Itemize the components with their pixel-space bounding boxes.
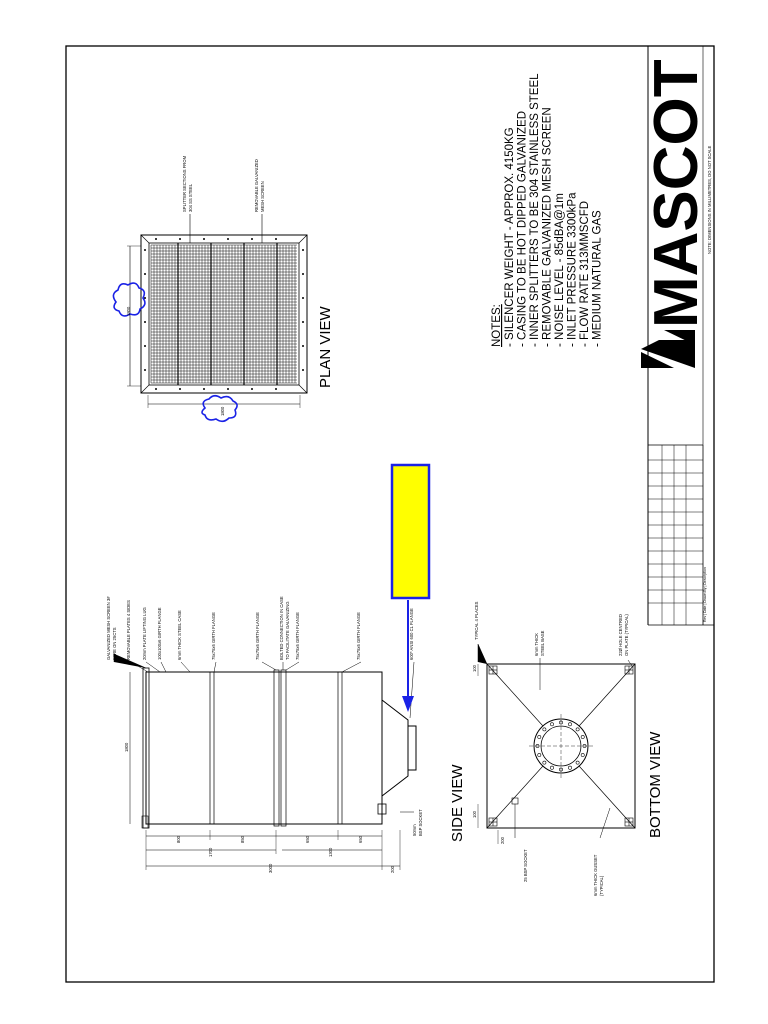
side-callout-label: 75x75x6 GIRTH FLANGE bbox=[356, 612, 361, 660]
girth-flange bbox=[209, 671, 215, 825]
side-dim-span2: 1300 bbox=[328, 847, 333, 857]
notes-line: - FLOW RATE 313MMSCFD bbox=[579, 201, 591, 347]
side-dim-seg2: 850 bbox=[240, 835, 245, 843]
bottom-view: TYPICAL 4 PLACES 6mm THICK STEEL BASE 22… bbox=[472, 601, 664, 896]
notes-line: - SILENCER WEIGHT - APPROX. 4150KG bbox=[504, 127, 516, 347]
hole-label-line1: 22Ø HOLE CENTRED bbox=[618, 614, 623, 656]
plan-bolt-holes bbox=[144, 238, 304, 390]
gusset-label-line2: (TYPICAL) bbox=[599, 875, 604, 896]
highlight-box bbox=[390, 463, 431, 600]
mesh-note-line1: REMOVABLE GALVANIZED bbox=[254, 159, 259, 212]
bottom-view-title: BOTTOM VIEW bbox=[647, 731, 664, 838]
bottom-dim-a: 100 bbox=[472, 664, 477, 672]
notes-list: - SILENCER WEIGHT - APPROX. 4150KG- CASI… bbox=[504, 73, 604, 347]
side-callout-label: REMOVABLE PLATES 4 SIDES bbox=[126, 600, 131, 660]
revision-cloud-icon bbox=[201, 394, 238, 423]
side-callout-label: 75x75x6 GIRTH FLANGE bbox=[211, 612, 216, 660]
inlet-transition bbox=[381, 699, 409, 797]
hole-label-line2: ON PLATE (TYPICAL) bbox=[624, 614, 629, 656]
side-callout-label: 75x75x6 GIRTH FLANGE bbox=[295, 612, 300, 660]
socket-label-line1: 50mm bbox=[412, 824, 417, 836]
side-dim-seg1: 800 bbox=[176, 835, 181, 843]
side-dim-seg3: 650 bbox=[305, 835, 310, 843]
side-callout-label: TO FACILITATE GALVANIZING bbox=[285, 602, 290, 660]
side-callout-label: 600* ANSI 600 CL FLANGE bbox=[409, 608, 414, 660]
notes-heading: NOTES: bbox=[491, 304, 503, 347]
bottom-base-plate bbox=[486, 663, 636, 829]
side-view-callouts: GALVANIZED MESH SCREEN 3#WIRE ON 25CTS RE… bbox=[106, 596, 414, 660]
bottom-leaders bbox=[477, 643, 633, 839]
side-callout-label: BOLTED CONNECTION IN CASE bbox=[279, 596, 284, 660]
side-callout-label: 100x100x6 GIRTH FLANGE bbox=[157, 607, 162, 660]
plan-view: SPLITTER SECTIONS FROM 304 SS STEEL REMO… bbox=[112, 155, 334, 423]
sheet-border bbox=[65, 45, 715, 983]
mesh-screen-grid bbox=[150, 243, 297, 385]
splitter-note-line2: 304 SS STEEL bbox=[188, 183, 193, 212]
corner-holes bbox=[488, 665, 634, 827]
mascot-logo: MASCOT bbox=[641, 59, 711, 368]
steel-base-label-line2: STEEL BASE bbox=[540, 630, 545, 656]
socket-label-line2: BSP SOCKET bbox=[418, 809, 423, 836]
side-dim-overall: 3000 bbox=[268, 863, 273, 873]
side-view-title: SIDE VIEW bbox=[449, 764, 466, 842]
dimension-note: NOTE: DIMENSIONS IN MILLIMETRES, DO NOT … bbox=[707, 145, 712, 254]
side-view: 1800 800 850 650 650 1700 1300 3000 200 … bbox=[106, 463, 466, 873]
notes-line: - MEDIUM NATURAL GAS bbox=[592, 210, 604, 347]
lifting-lug bbox=[141, 815, 149, 829]
revision-table bbox=[648, 445, 715, 625]
plan-inner-frame bbox=[148, 242, 300, 386]
revision-cloud-icon bbox=[112, 282, 146, 317]
side-callout-label: 20mm PLATE LIFTING LUG bbox=[142, 607, 147, 660]
side-leaders bbox=[113, 653, 415, 719]
side-dim-seg4: 650 bbox=[358, 835, 363, 843]
typical-places-label: TYPICAL 4 PLACES bbox=[474, 601, 479, 640]
silencer-casing bbox=[145, 671, 383, 825]
steel-base-label-line1: 6mm THICK bbox=[534, 633, 539, 656]
plan-dim-y-label: 1800 bbox=[126, 306, 131, 316]
logo-mark-icon bbox=[641, 330, 695, 368]
bottom-socket-label: 25 BSP SOCKET bbox=[523, 849, 528, 882]
bottom-dim-c: 100 bbox=[472, 810, 477, 818]
splitter-note-line1: SPLITTER SECTIONS FROM bbox=[182, 155, 187, 212]
bsp-socket bbox=[377, 803, 387, 815]
bottom-dim-b: 200 bbox=[500, 836, 505, 844]
side-dim-top: 1800 bbox=[124, 742, 129, 752]
plan-outer-frame bbox=[140, 234, 308, 394]
logo-wordmark: MASCOT bbox=[642, 59, 711, 328]
plan-view-title: PLAN VIEW bbox=[317, 305, 334, 388]
notes-line: - NOISE LEVEL - 85dBA@1m bbox=[554, 193, 566, 347]
side-callout-label: 6mm THICK STEEL CASE bbox=[177, 610, 182, 660]
side-callout-label: GALVANIZED MESH SCREEN 3# bbox=[106, 596, 111, 660]
inlet-flange bbox=[407, 725, 417, 771]
side-callout-label: 75x75x6 GIRTH FLANGE bbox=[255, 612, 260, 660]
plan-dim-x-label: 1800 bbox=[220, 406, 225, 416]
notes-line: - INNER SPLITTERS TO BE 304 STAINLESS ST… bbox=[529, 73, 541, 347]
arrow-head-icon bbox=[402, 696, 414, 712]
mesh-note-line2: MESH SCREEN bbox=[260, 181, 265, 212]
notes-line: - CASING TO BE HOT DIPPED GALVANIZED bbox=[517, 111, 529, 347]
gusset-label-line1: 6mm THICK GUSSET bbox=[593, 854, 598, 896]
notes-block: NOTES: - SILENCER WEIGHT - APPROX. 4150K… bbox=[491, 73, 604, 347]
girth-flange bbox=[337, 671, 343, 825]
notes-line: - REMOVABLE GALVANIZED MESH SCREEN bbox=[542, 107, 554, 347]
notes-line: - INLET PRESSURE 3300kPa bbox=[567, 192, 579, 347]
bolted-flange bbox=[273, 669, 280, 827]
bolted-flange bbox=[280, 669, 287, 827]
revision-table-header: Rev | Date | Drawn By | Description bbox=[703, 567, 707, 622]
side-dim-base: 200 bbox=[390, 865, 395, 873]
side-callout-label: WIRE ON 25CTS bbox=[112, 627, 117, 660]
side-dim-span1: 1700 bbox=[208, 847, 213, 857]
